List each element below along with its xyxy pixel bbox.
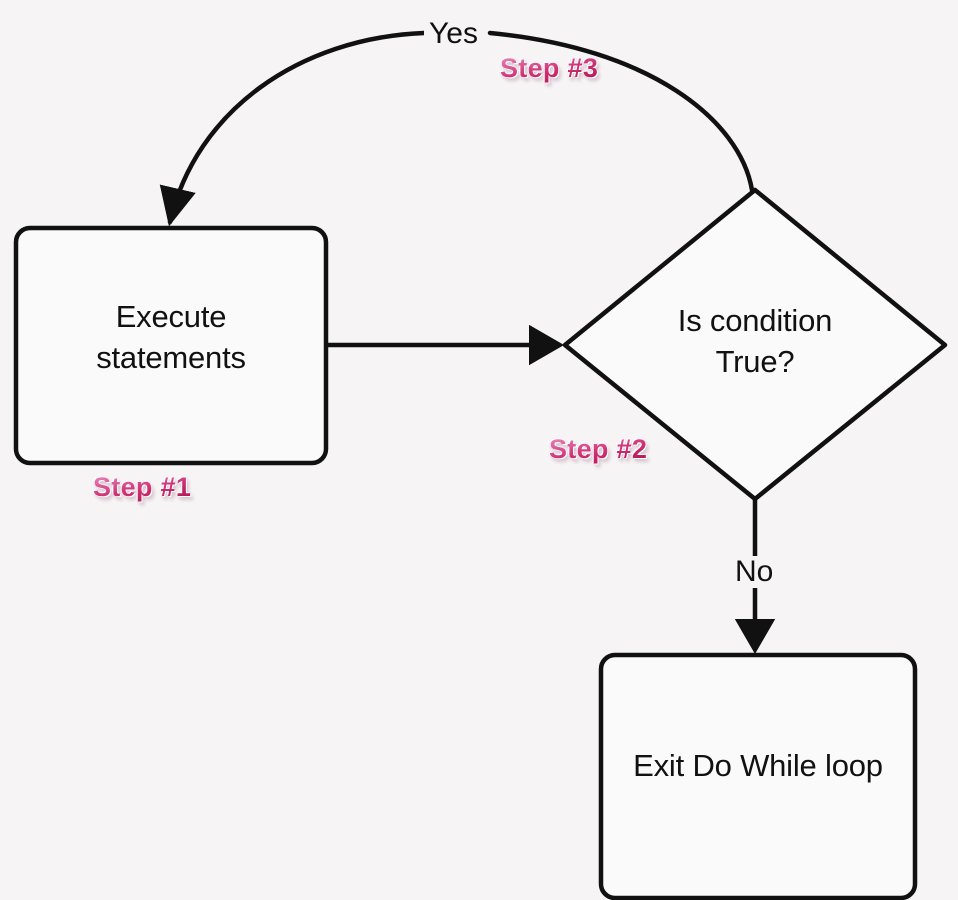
edge-condition-yes-arc-left	[159, 30, 427, 227]
edge-condition-yes-arc-right	[487, 30, 755, 193]
node-is-condition-true[interactable]	[562, 187, 948, 502]
node-exit-do-while-loop[interactable]	[598, 652, 918, 900]
node-execute-statements[interactable]	[13, 225, 329, 466]
